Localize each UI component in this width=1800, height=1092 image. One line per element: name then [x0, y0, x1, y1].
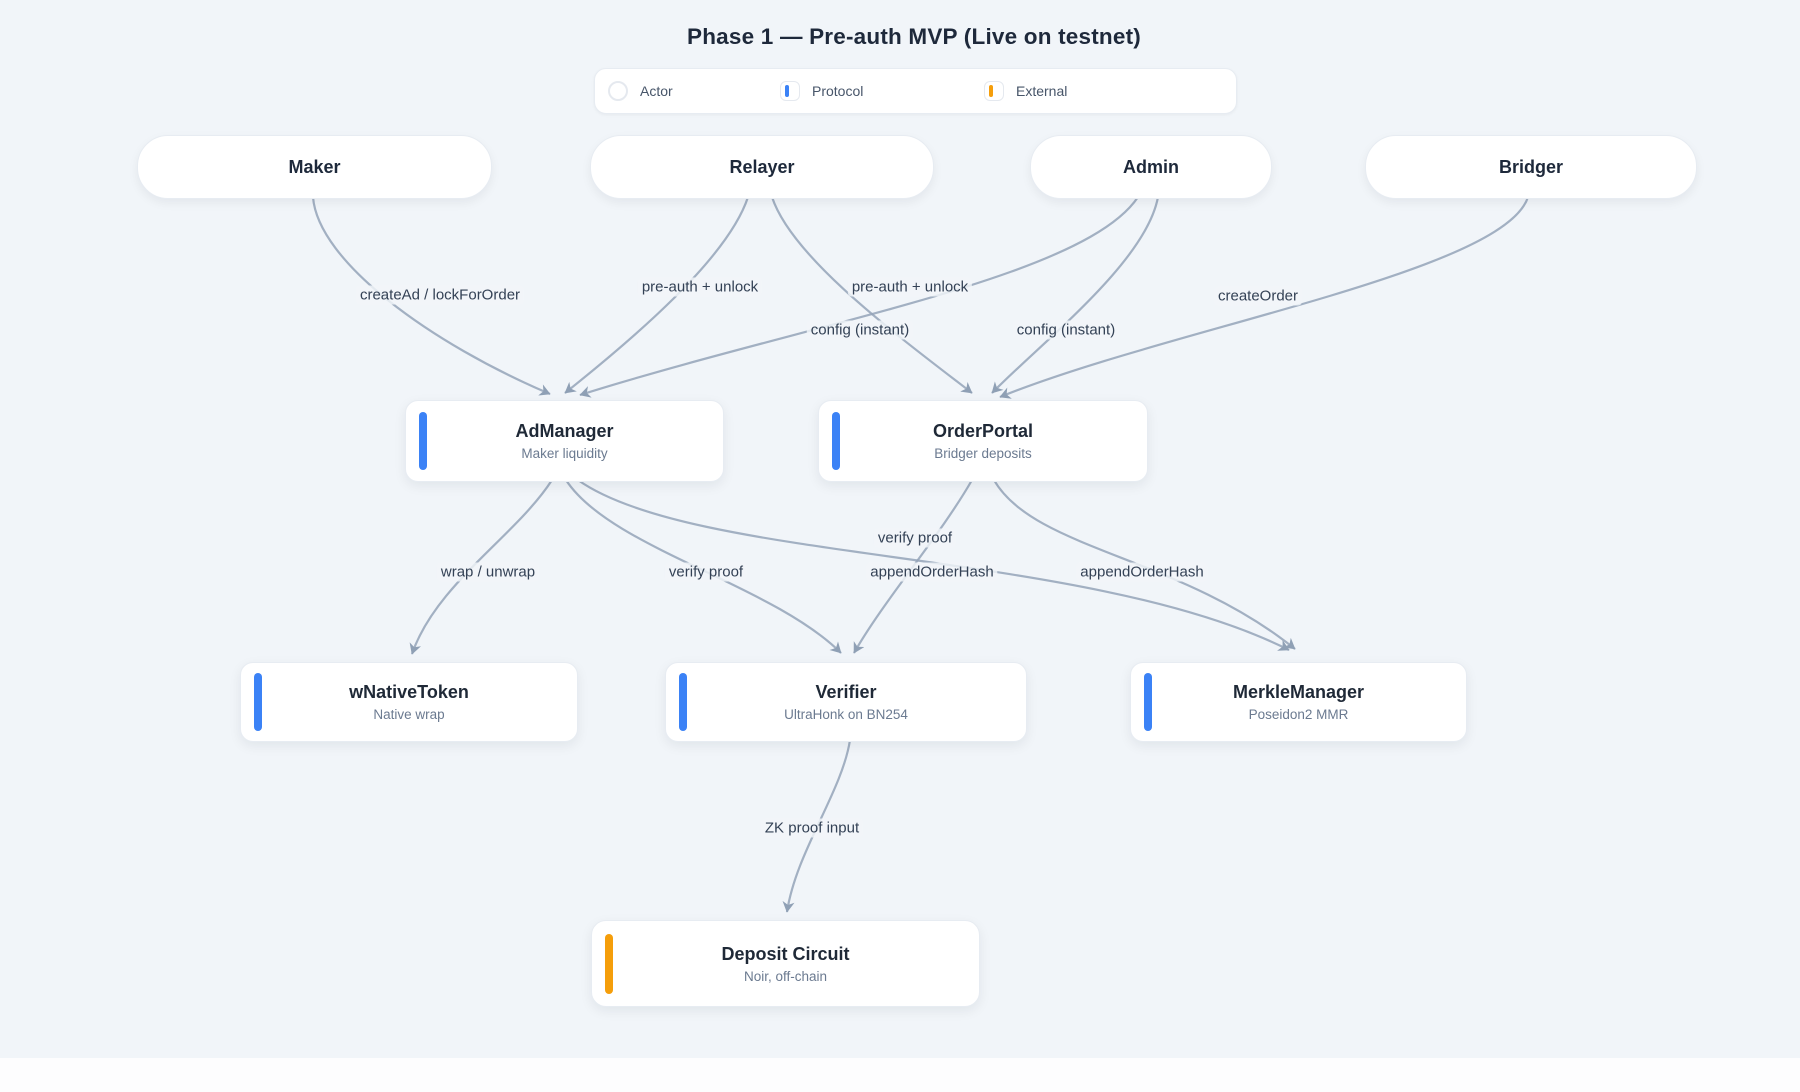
actor-label: Admin — [1123, 156, 1179, 177]
actor-node-relayer[interactable]: Relayer — [590, 135, 934, 199]
external-accent-bar-icon — [988, 85, 993, 97]
edge-relayer-orderportal — [770, 196, 973, 394]
edge-bridger-orderportal — [999, 196, 1530, 399]
node-subtitle: Native wrap — [373, 707, 445, 722]
accent-bar-icon — [1144, 673, 1152, 731]
edge-admin-orderportal — [991, 196, 1160, 394]
legend-item-protocol: Protocol — [780, 69, 863, 113]
node-merklemanager[interactable]: MerkleManager Poseidon2 MMR — [1130, 662, 1467, 742]
edge-label: ZK proof input — [760, 818, 864, 838]
legend-item-external: External — [984, 69, 1067, 113]
legend-label: Actor — [640, 83, 673, 99]
edge-label: config (instant) — [806, 320, 914, 340]
legend-item-actor: Actor — [608, 69, 673, 113]
edge-label: config (instant) — [1012, 320, 1120, 340]
actor-node-admin[interactable]: Admin — [1030, 135, 1272, 199]
actor-node-maker[interactable]: Maker — [137, 135, 492, 199]
edge-label: appendOrderHash — [866, 562, 998, 582]
node-title: Verifier — [815, 682, 877, 702]
edge-label: createOrder — [1213, 286, 1303, 306]
actor-label: Bridger — [1498, 156, 1563, 177]
accent-bar-icon — [679, 673, 687, 731]
node-depositcircuit[interactable]: Deposit Circuit Noir, off-chain — [591, 920, 980, 1007]
legend: Actor Protocol External — [594, 68, 1237, 114]
node-subtitle: Poseidon2 MMR — [1248, 707, 1349, 722]
node-orderportal[interactable]: OrderPortal Bridger deposits — [818, 400, 1148, 482]
accent-bar-icon — [605, 933, 613, 994]
actor-label: Maker — [288, 156, 341, 177]
page-title: Phase 1 — Pre-auth MVP (Live on testnet) — [687, 24, 1141, 49]
node-title: MerkleManager — [1232, 682, 1365, 702]
edge-label: verify proof — [664, 562, 748, 582]
node-title: Deposit Circuit — [721, 943, 850, 964]
edge-label: pre-auth + unlock — [637, 277, 763, 297]
legend-label: External — [1016, 83, 1068, 99]
node-subtitle: Noir, off-chain — [743, 968, 828, 984]
accent-bar-icon — [419, 412, 427, 470]
node-verifier[interactable]: Verifier UltraHonk on BN254 — [665, 662, 1027, 742]
edge-label: pre-auth + unlock — [847, 277, 973, 297]
node-subtitle: Maker liquidity — [521, 446, 608, 461]
edge-admanager-wnativetoken — [409, 479, 553, 655]
legend-label: Protocol — [812, 83, 864, 99]
node-wnativetoken[interactable]: wNativeToken Native wrap — [240, 662, 578, 742]
edge-relayer-admanager — [564, 196, 750, 394]
edge-label: wrap / unwrap — [436, 562, 540, 582]
edge-orderportal-merklemanager — [993, 479, 1296, 650]
protocol-node-icon — [780, 81, 800, 101]
node-admanager[interactable]: AdManager Maker liquidity — [405, 400, 724, 482]
actor-node-icon — [608, 81, 628, 101]
accent-bar-icon — [254, 673, 262, 731]
accent-bar-icon — [832, 412, 840, 470]
actor-label: Relayer — [729, 156, 795, 177]
node-title: wNativeToken — [349, 682, 469, 702]
edge-admin-admanager — [579, 196, 1139, 398]
edge-label: verify proof — [873, 528, 957, 548]
edge-admanager-merklemanager — [577, 479, 1290, 651]
node-subtitle: UltraHonk on BN254 — [784, 707, 908, 722]
edge-label: appendOrderHash — [1076, 562, 1208, 582]
node-subtitle: Bridger deposits — [934, 446, 1032, 461]
protocol-accent-bar-icon — [784, 85, 789, 97]
external-node-icon — [984, 81, 1004, 101]
node-title: AdManager — [515, 421, 614, 441]
edge-label: createAd / lockForOrder — [355, 285, 525, 305]
page-bottom-strip — [0, 1058, 1800, 1092]
node-title: OrderPortal — [932, 421, 1034, 441]
actor-node-bridger[interactable]: Bridger — [1365, 135, 1697, 199]
